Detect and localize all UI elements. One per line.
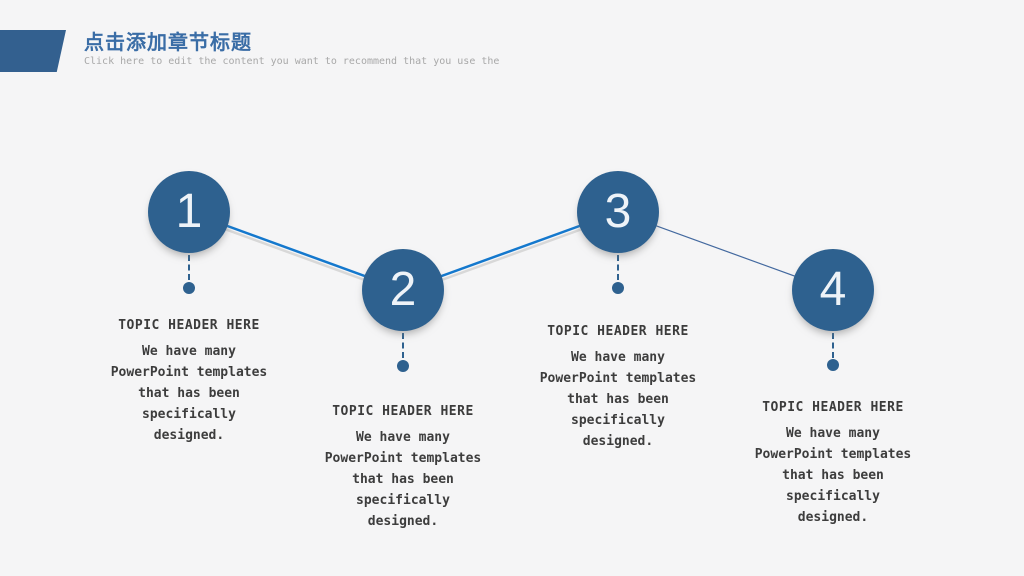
- step-dropper-1: [188, 255, 190, 280]
- step-body-4: We have many PowerPoint templates that h…: [754, 426, 912, 525]
- step-body-3: We have many PowerPoint templates that h…: [539, 350, 697, 449]
- step-heading-2: TOPIC HEADER HERE: [332, 404, 474, 419]
- header-accent-parallelogram: [0, 30, 66, 72]
- step-heading-1: TOPIC HEADER HERE: [118, 318, 260, 333]
- step-heading-4: TOPIC HEADER HERE: [762, 400, 904, 415]
- step-dot-4: [827, 359, 839, 371]
- step-body-2: We have many PowerPoint templates that h…: [324, 430, 482, 529]
- step-caption-3[interactable]: TOPIC HEADER HERE We have many PowerPoin…: [528, 324, 708, 452]
- step-dropper-2: [402, 333, 404, 358]
- page-title[interactable]: 点击添加章节标题: [84, 30, 252, 54]
- step-number-3: 3: [604, 185, 632, 238]
- header: 点击添加章节标题 Click here to edit the content …: [84, 30, 784, 68]
- step-number-1: 1: [175, 185, 203, 238]
- step-dot-1: [183, 282, 195, 294]
- step-caption-1[interactable]: TOPIC HEADER HERE We have many PowerPoin…: [99, 318, 279, 446]
- step-caption-2[interactable]: TOPIC HEADER HERE We have many PowerPoin…: [313, 404, 493, 532]
- step-number-2: 2: [389, 263, 417, 316]
- step-dropper-4: [832, 333, 834, 358]
- step-circle-2[interactable]: 2: [362, 249, 444, 331]
- step-dot-3: [612, 282, 624, 294]
- page-subtitle[interactable]: Click here to edit the content you want …: [84, 56, 500, 67]
- step-heading-3: TOPIC HEADER HERE: [547, 324, 689, 339]
- step-number-4: 4: [819, 263, 847, 316]
- step-circle-3[interactable]: 3: [577, 171, 659, 253]
- step-circle-4[interactable]: 4: [792, 249, 874, 331]
- step-dropper-3: [617, 255, 619, 280]
- step-body-1: We have many PowerPoint templates that h…: [110, 344, 268, 443]
- step-circle-1[interactable]: 1: [148, 171, 230, 253]
- step-dot-2: [397, 360, 409, 372]
- step-caption-4[interactable]: TOPIC HEADER HERE We have many PowerPoin…: [743, 400, 923, 528]
